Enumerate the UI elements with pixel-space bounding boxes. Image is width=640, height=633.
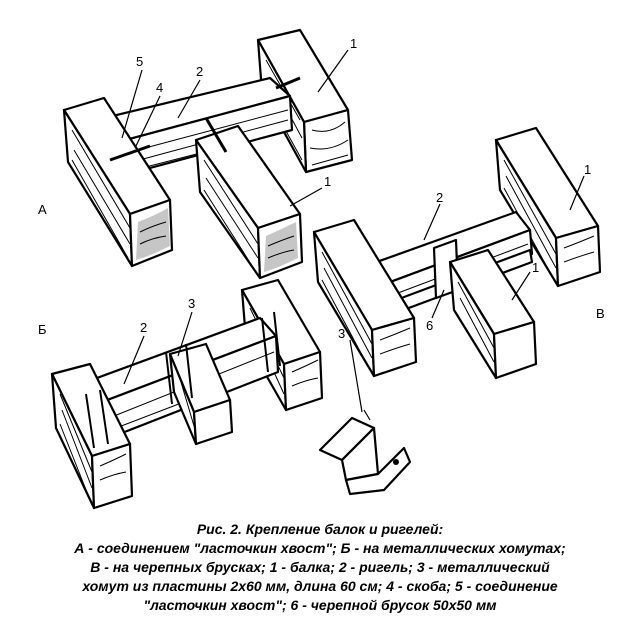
a-label-1-top: 1 — [350, 36, 357, 51]
a-label-2: 2 — [196, 64, 203, 79]
b-clamp-bracket — [318, 409, 412, 496]
a-beam-front-right — [194, 124, 304, 280]
v-label-1-top: 1 — [584, 162, 591, 177]
v-label-6: 6 — [426, 318, 433, 333]
a-label-4: 4 — [156, 80, 163, 95]
assembly-b: 2 3 3 Б — [38, 278, 412, 510]
a-beam-front-left — [62, 96, 174, 268]
caption-line-2: А - соединением "ласточкин хвост"; Б - н… — [74, 540, 566, 556]
b-beam-front-left — [50, 362, 134, 510]
v-letter: В — [596, 306, 605, 321]
v-label-2: 2 — [436, 190, 443, 205]
caption-line-4: хомут из пластины 2х60 мм, длина 60 см; … — [82, 578, 558, 594]
b-label-3-bracket: 3 — [338, 326, 345, 341]
a-label-5: 5 — [136, 54, 143, 69]
assembly-a: 5 4 2 1 1 А — [38, 28, 357, 280]
v-beam-front-left — [312, 218, 418, 378]
caption-line-3: В - на черепных брусках; 1 - балка; 2 - … — [90, 559, 550, 575]
figure-caption: Рис. 2. Крепление балок и ригелей: А - с… — [0, 520, 640, 615]
a-letter: А — [38, 202, 47, 217]
b-letter: Б — [38, 322, 47, 337]
b-label-3: 3 — [188, 296, 195, 311]
b-label-2: 2 — [140, 320, 147, 335]
assembly-v: 1 2 1 6 В — [312, 126, 605, 380]
beam-joints-illustration: 5 4 2 1 1 А — [38, 28, 605, 510]
a-label-1-bottom: 1 — [324, 174, 331, 189]
caption-title: Рис. 2. Крепление балок и ригелей: — [196, 521, 444, 537]
v-beam-front-right — [448, 248, 538, 380]
b-beam-front-right — [168, 342, 234, 446]
a-beam-back — [256, 28, 354, 174]
caption-line-5: "ласточкин хвост"; 6 - черепной брусок 5… — [143, 597, 497, 613]
v-beam-back — [494, 126, 602, 288]
v-label-1-bottom: 1 — [532, 260, 539, 275]
